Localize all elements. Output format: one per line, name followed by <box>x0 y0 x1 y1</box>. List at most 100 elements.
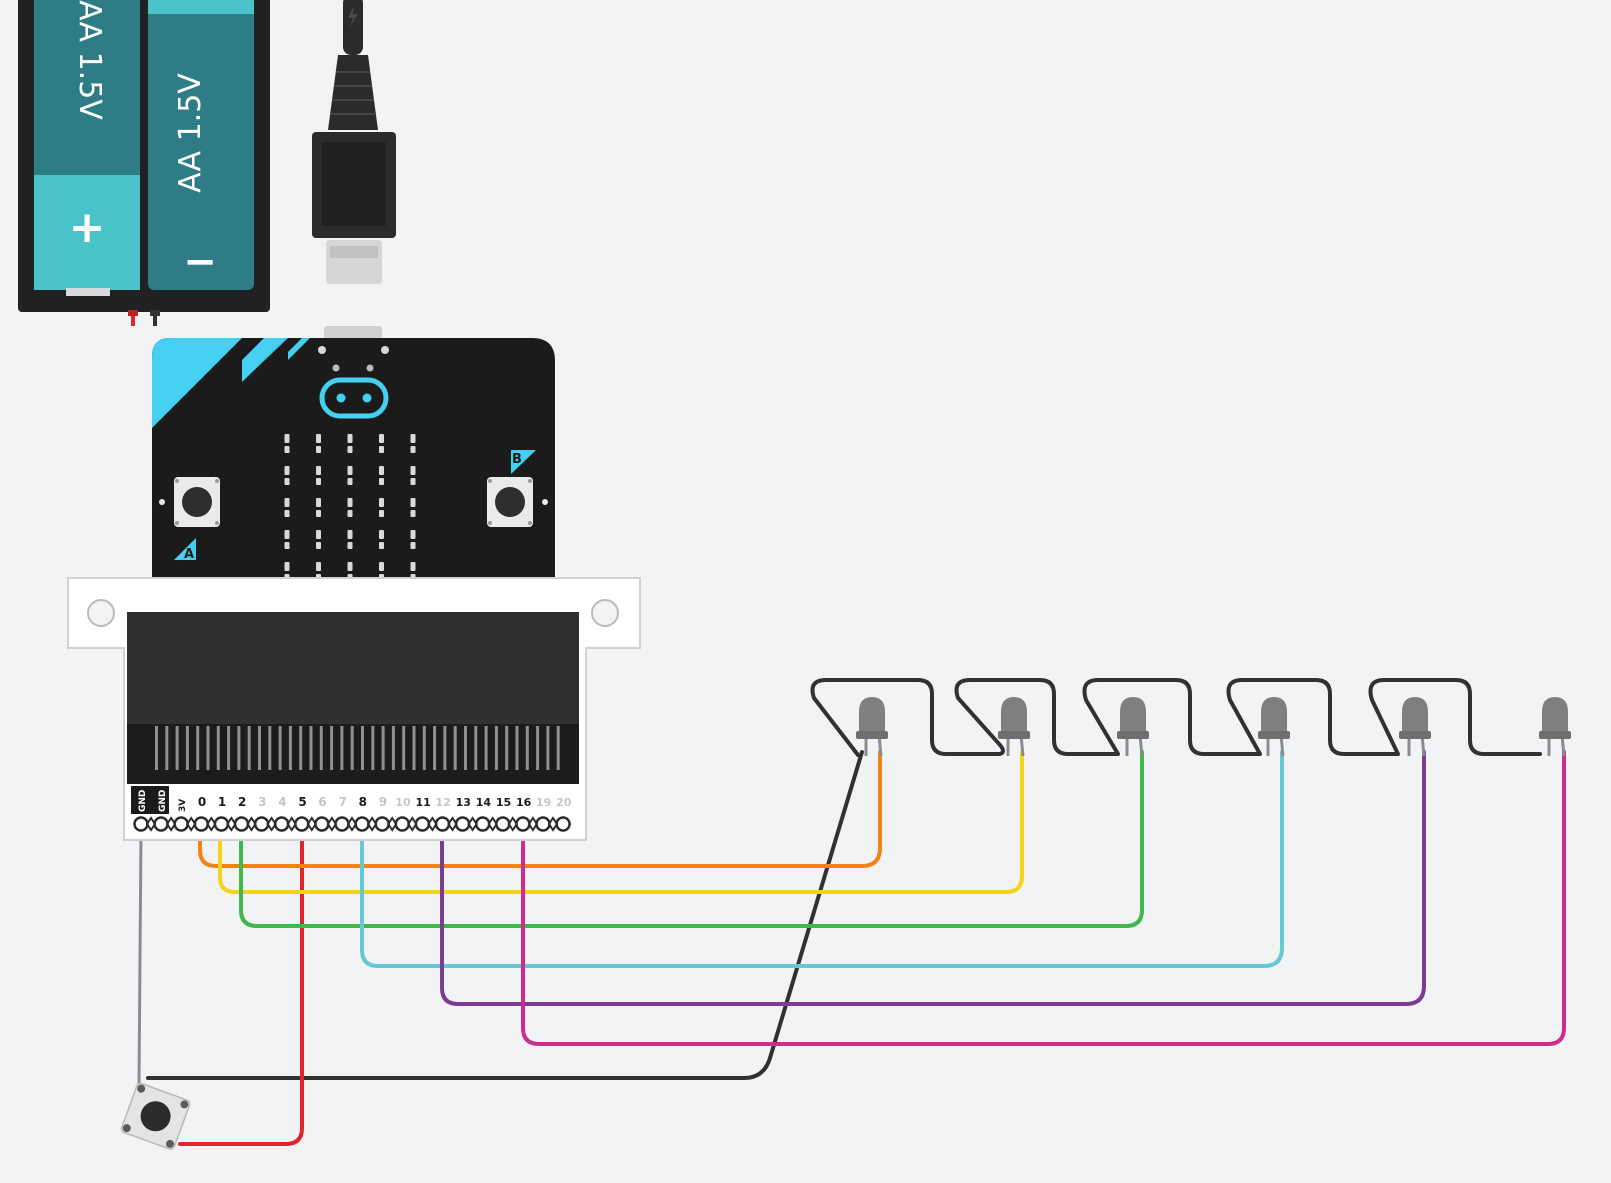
battery-cell-left-label: AA 1.5V <box>72 0 107 120</box>
matrix-led <box>347 562 353 571</box>
connector-tooth <box>546 726 550 770</box>
wire-pin8-cyan[interactable] <box>360 750 1284 968</box>
connector-tooth <box>175 726 179 770</box>
pin-hole[interactable] <box>354 816 370 832</box>
usb-cable-icon[interactable] <box>312 0 396 284</box>
pin-label-14: 14 <box>476 796 492 809</box>
pin-label-2: 2 <box>238 795 246 809</box>
connector-tooth <box>422 726 426 770</box>
pin-label-19: 19 <box>536 796 551 809</box>
wire-pin12-purple[interactable] <box>440 750 1426 1006</box>
pin-label-5: 5 <box>298 795 306 809</box>
connector-tooth <box>330 726 334 770</box>
mount-hole-right <box>591 599 619 627</box>
matrix-led <box>347 530 353 539</box>
connector-tooth <box>165 726 169 770</box>
wire-gnd-gray[interactable] <box>137 830 143 1086</box>
matrix-led <box>316 446 321 453</box>
pin-label-10: 10 <box>395 796 411 809</box>
button-a-label: A <box>184 547 194 562</box>
matrix-led <box>410 510 416 517</box>
button-a[interactable] <box>159 477 220 527</box>
matrix-led <box>284 530 290 539</box>
pin-hole[interactable] <box>495 816 511 832</box>
pin-headers[interactable] <box>133 816 571 832</box>
button-b-label: B <box>512 452 522 467</box>
matrix-led <box>284 510 290 517</box>
matrix-led <box>379 530 384 539</box>
pin-hole[interactable] <box>233 816 250 832</box>
connector-tooth <box>494 726 498 770</box>
pin-hole[interactable] <box>334 816 350 832</box>
pin-hole[interactable] <box>535 816 551 832</box>
wire-pin1-yellow[interactable] <box>218 750 1024 894</box>
connector-tooth <box>361 726 364 770</box>
pin-label-16: 16 <box>516 796 532 809</box>
matrix-led <box>410 446 416 453</box>
wire-pin5-red[interactable] <box>178 830 304 1146</box>
led-4[interactable] <box>1258 697 1290 757</box>
pin-hole[interactable] <box>515 816 531 832</box>
pin-hole[interactable] <box>253 816 270 832</box>
led-6[interactable] <box>1539 697 1571 757</box>
matrix-led <box>347 478 353 485</box>
mount-hole-left <box>87 599 115 627</box>
lightning-icon <box>348 6 358 28</box>
pin-hole[interactable] <box>555 816 571 832</box>
battery-pack[interactable]: AA 1.5V + AA 1.5V − <box>18 0 270 326</box>
connector-tooth <box>268 726 272 770</box>
matrix-led <box>284 498 290 507</box>
connector-tooth <box>433 726 437 770</box>
pin-label-3v-2: 3V <box>178 799 188 812</box>
pin-label-8: 8 <box>359 795 367 809</box>
pin-hole[interactable] <box>394 816 411 832</box>
led-2[interactable] <box>998 697 1030 757</box>
connector-tooth <box>474 726 478 770</box>
pin-hole[interactable] <box>133 816 149 832</box>
pin-label-13: 13 <box>456 796 471 809</box>
pin-hole[interactable] <box>314 816 330 832</box>
matrix-led <box>379 466 384 475</box>
pin-hole[interactable] <box>273 816 290 832</box>
pushbutton-icon[interactable] <box>120 1082 191 1150</box>
pin-label-15: 15 <box>496 796 511 809</box>
connector-tooth <box>536 726 540 770</box>
matrix-led <box>347 510 353 517</box>
pin-hole[interactable] <box>434 816 451 832</box>
pin-label-6: 6 <box>318 795 326 809</box>
led-5[interactable] <box>1399 697 1431 757</box>
matrix-led <box>410 434 416 443</box>
connector-tooth <box>340 726 344 770</box>
battery-cell-right <box>148 0 254 290</box>
pin-hole[interactable] <box>193 816 210 832</box>
connector-tooth <box>258 726 261 770</box>
pin-hole[interactable] <box>213 816 230 832</box>
connector-tooth <box>350 726 354 770</box>
connector-tooth <box>196 726 200 770</box>
matrix-led <box>347 446 353 453</box>
wire-pin2-green[interactable] <box>239 750 1144 928</box>
led-3[interactable] <box>1117 697 1149 757</box>
pin-hole[interactable] <box>173 816 189 832</box>
wire-pin16-magenta[interactable] <box>521 750 1566 1046</box>
connector-tooth <box>402 726 406 770</box>
pin-hole[interactable] <box>153 816 169 832</box>
wire-pin0-orange[interactable] <box>198 750 882 868</box>
wire-led-chain-1[interactable] <box>810 678 1542 757</box>
pin-hole[interactable] <box>454 816 471 832</box>
microbit-board[interactable]: A B <box>152 326 555 626</box>
pin-hole[interactable] <box>474 816 491 832</box>
pin-hole[interactable] <box>294 816 310 832</box>
led-1[interactable] <box>856 697 888 757</box>
pin-hole[interactable] <box>414 816 431 832</box>
button-b[interactable] <box>487 477 548 527</box>
pin-label-7: 7 <box>339 795 347 809</box>
pin-hole[interactable] <box>374 816 390 832</box>
connector-tooth <box>412 726 416 770</box>
matrix-led <box>379 446 384 453</box>
matrix-led <box>284 466 290 475</box>
wire-gnd-to-button-black[interactable] <box>146 750 864 1080</box>
